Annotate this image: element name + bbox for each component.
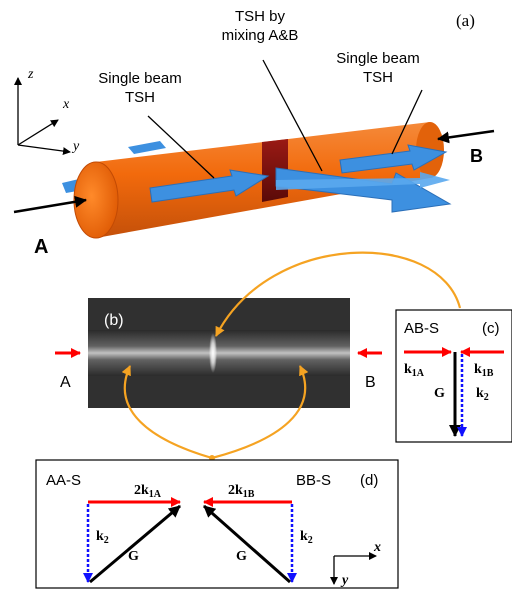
pointer-right bbox=[391, 89, 423, 155]
y-axis bbox=[17, 144, 71, 156]
panel-b-beam-a: A bbox=[60, 374, 71, 391]
beam-mixing-upper bbox=[276, 172, 450, 190]
panel-d-left-title: AA-S bbox=[46, 472, 81, 489]
mixing-spot bbox=[209, 333, 217, 373]
bb-2k1b-label: 2k1B bbox=[228, 483, 255, 500]
panel-d: AA-S BB-S (d) 2k1A k2 G 2k1B k2 G x y bbox=[35, 459, 399, 589]
panel-b-tag: (b) bbox=[104, 312, 124, 329]
y-axis-label: y bbox=[71, 139, 80, 154]
z-axis-label: z bbox=[27, 67, 34, 82]
axes-3d: z x y bbox=[14, 67, 80, 156]
panel-b: (b) A B bbox=[55, 298, 382, 408]
arc-d-to-b-right bbox=[211, 365, 309, 460]
panel-c-title: AB-S bbox=[404, 320, 439, 337]
beam-right-single bbox=[339, 144, 448, 174]
bb-g-label: G bbox=[236, 549, 247, 564]
panel-a-tag: (a) bbox=[456, 11, 475, 30]
label-single-beam-right: Single beam bbox=[336, 50, 419, 67]
aa-g-vector bbox=[89, 504, 181, 584]
aa-k2-label: k2 bbox=[96, 529, 109, 546]
panel-d-box bbox=[35, 459, 399, 589]
panel-c: AB-S (c) k1A k1B G k2 bbox=[395, 309, 512, 443]
beam-streak bbox=[88, 330, 350, 376]
panel-b-beam-b: B bbox=[365, 374, 376, 391]
panel-d-right-title: BB-S bbox=[296, 472, 331, 489]
bb-g-vector bbox=[203, 504, 291, 584]
beam-b-arrow bbox=[437, 129, 495, 144]
d-x-label: x bbox=[373, 540, 381, 555]
panel-d-tag: (d) bbox=[360, 472, 378, 489]
label-tsh-by: TSH by bbox=[235, 8, 286, 25]
beam-a-label: A bbox=[34, 236, 48, 258]
cylinder-near-end bbox=[73, 161, 119, 239]
panel-a: (a) z x y bbox=[13, 8, 495, 258]
aa-g-label: G bbox=[128, 549, 139, 564]
label-mixing-ab: mixing A&B bbox=[222, 27, 299, 44]
panel-c-tag: (c) bbox=[482, 320, 500, 337]
beam-back-left bbox=[128, 141, 166, 154]
label-single-beam-left: Single beam bbox=[98, 70, 181, 87]
label-single-beam-right-tsh: TSH bbox=[363, 69, 393, 86]
pointer-left bbox=[147, 115, 215, 179]
x-axis bbox=[17, 119, 59, 146]
tsh-beams bbox=[149, 144, 452, 213]
pointer-center bbox=[262, 59, 323, 172]
g-label: G bbox=[434, 386, 445, 401]
arc-d-to-b-left bbox=[121, 365, 213, 460]
label-single-beam-left-tsh: TSH bbox=[125, 89, 155, 106]
arc-c-to-b bbox=[215, 251, 462, 337]
d-y-label: y bbox=[340, 573, 349, 588]
aa-2k1a-label: 2k1A bbox=[134, 483, 162, 500]
x-axis-label: x bbox=[62, 97, 70, 112]
k1b-label: k1B bbox=[474, 362, 494, 379]
beam-left-single bbox=[149, 169, 270, 203]
beam-b-label: B bbox=[470, 146, 483, 166]
k1a-label: k1A bbox=[404, 362, 425, 379]
bb-k2-label: k2 bbox=[300, 529, 313, 546]
k2-label: k2 bbox=[476, 386, 489, 403]
beam-a-arrow bbox=[13, 195, 87, 214]
